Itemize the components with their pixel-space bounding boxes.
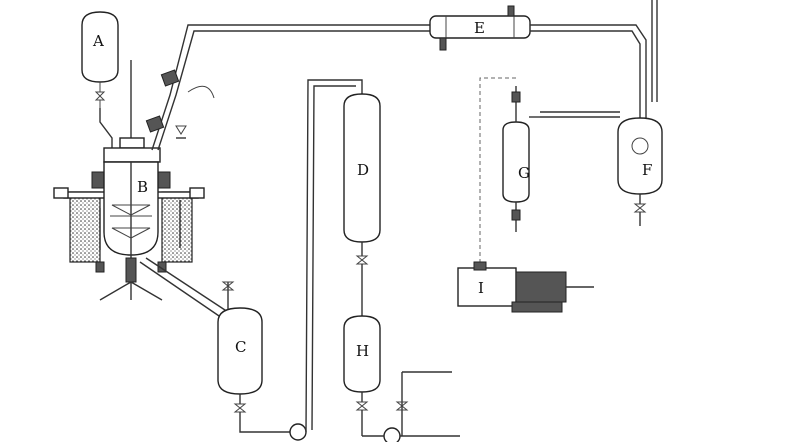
vapor-line [145, 24, 430, 151]
label-d: D [357, 161, 369, 179]
label-i: I [478, 279, 484, 297]
label-h: H [356, 342, 369, 360]
receiver-f: F [617, 117, 663, 226]
label-e: E [474, 19, 485, 37]
vessel-c: C [139, 257, 290, 433]
label-g: G [518, 164, 530, 182]
vessel-d: D [343, 93, 381, 316]
reactor-b: B [53, 60, 205, 301]
label-f: F [642, 161, 652, 179]
vessel-h: H [343, 315, 460, 442]
label-a: A [92, 32, 104, 50]
condenser-e: E [429, 0, 658, 120]
vessel-a: A [81, 11, 119, 150]
label-b: B [137, 178, 148, 196]
transfer-pump [289, 79, 363, 441]
pump-i: I [457, 261, 594, 313]
label-c: C [235, 338, 246, 356]
trap-g: G [479, 77, 620, 262]
